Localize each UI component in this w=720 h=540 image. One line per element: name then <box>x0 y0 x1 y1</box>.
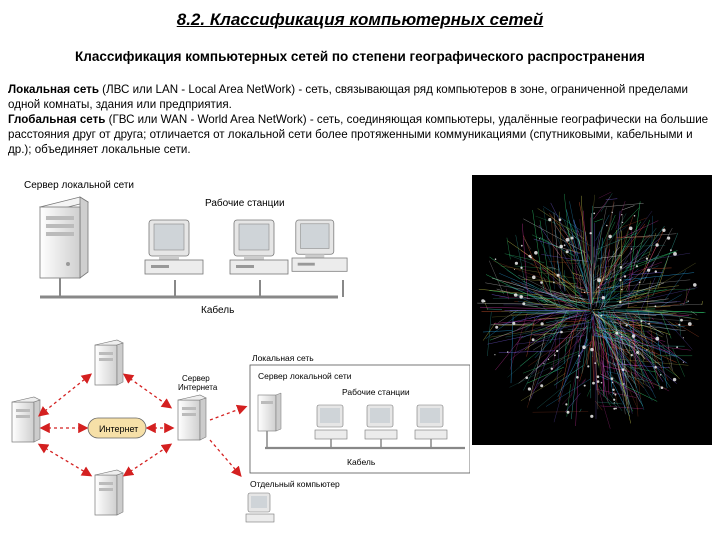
internet-label: Интернет <box>99 424 138 434</box>
lan-diagram: Сервер локальной сети Рабочие станции Ка… <box>24 180 348 316</box>
remote-server-top-icon <box>94 339 124 386</box>
wan-lan-server-icon <box>257 392 282 432</box>
standalone-computer-icon <box>245 492 275 523</box>
lan-cable-label: Кабель <box>201 304 234 316</box>
lan-workstation-icon <box>229 219 289 275</box>
lan-workstation-icon <box>291 219 348 272</box>
wan-workstation-icon <box>314 404 348 448</box>
lan-server-label: Сервер локальной сети <box>24 180 134 191</box>
wan-lan-box-label: Локальная сеть <box>252 353 314 363</box>
lan-definition: Локальная сеть (ЛВС или LAN - Local Area… <box>8 82 714 112</box>
internet-server-label-line2: Интернета <box>178 383 218 392</box>
definitions-text: Локальная сеть (ЛВС или LAN - Local Area… <box>8 82 714 157</box>
wan-description: (ГВС или WAN - World Area NetWork) - сет… <box>8 113 709 156</box>
lan-workstation-icon <box>144 219 204 275</box>
wan-definition: Глобальная сеть (ГВС или WAN - World Are… <box>8 112 714 157</box>
internet-server-label-line1: Сервер <box>182 374 210 383</box>
wan-diagram: Сервер Интернета Интернет Локальная сеть… <box>11 339 470 523</box>
lan-term: Локальная сеть <box>8 83 99 96</box>
standalone-label: Отдельный компьютер <box>250 479 340 489</box>
wan-cable-label: Кабель <box>347 457 376 467</box>
internet-cloud <box>87 417 147 439</box>
wan-lan-server-label: Сервер локальной сети <box>258 371 352 381</box>
lan-description: (ЛВС или LAN - Local Area NetWork) - сет… <box>8 83 688 111</box>
internet-server-icon <box>177 394 207 441</box>
wan-workstation-icon <box>364 404 398 448</box>
remote-server-bottom-icon <box>94 469 124 516</box>
lan-server-icon <box>38 196 90 279</box>
wan-term: Глобальная сеть <box>8 113 106 126</box>
slide-subtitle: Классификация компьютерных сетей по степ… <box>75 49 645 64</box>
lan-workstations-label: Рабочие станции <box>205 197 285 209</box>
slide-title: 8.2. Классификация компьютерных сетей <box>176 10 544 29</box>
wan-workstations-label: Рабочие станции <box>342 387 410 397</box>
internet-map-image <box>472 175 712 445</box>
wan-workstation-icon <box>414 404 448 448</box>
remote-server-left-icon <box>11 396 41 443</box>
